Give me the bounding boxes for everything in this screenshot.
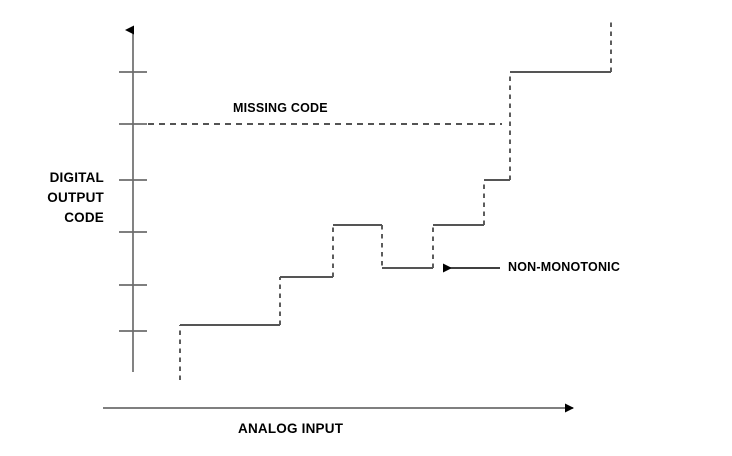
y-axis-ticks xyxy=(119,71,147,332)
staircase-treads xyxy=(180,71,611,326)
non-monotonic-label: NON-MONOTONIC xyxy=(508,260,621,274)
y-axis xyxy=(119,25,147,372)
missing-code-label: MISSING CODE xyxy=(233,101,328,115)
y-axis-label: DIGITAL OUTPUT CODE xyxy=(47,170,104,225)
x-axis-label: ANALOG INPUT xyxy=(238,421,344,436)
staircase-risers xyxy=(179,22,612,380)
staircase-trace xyxy=(179,22,612,380)
